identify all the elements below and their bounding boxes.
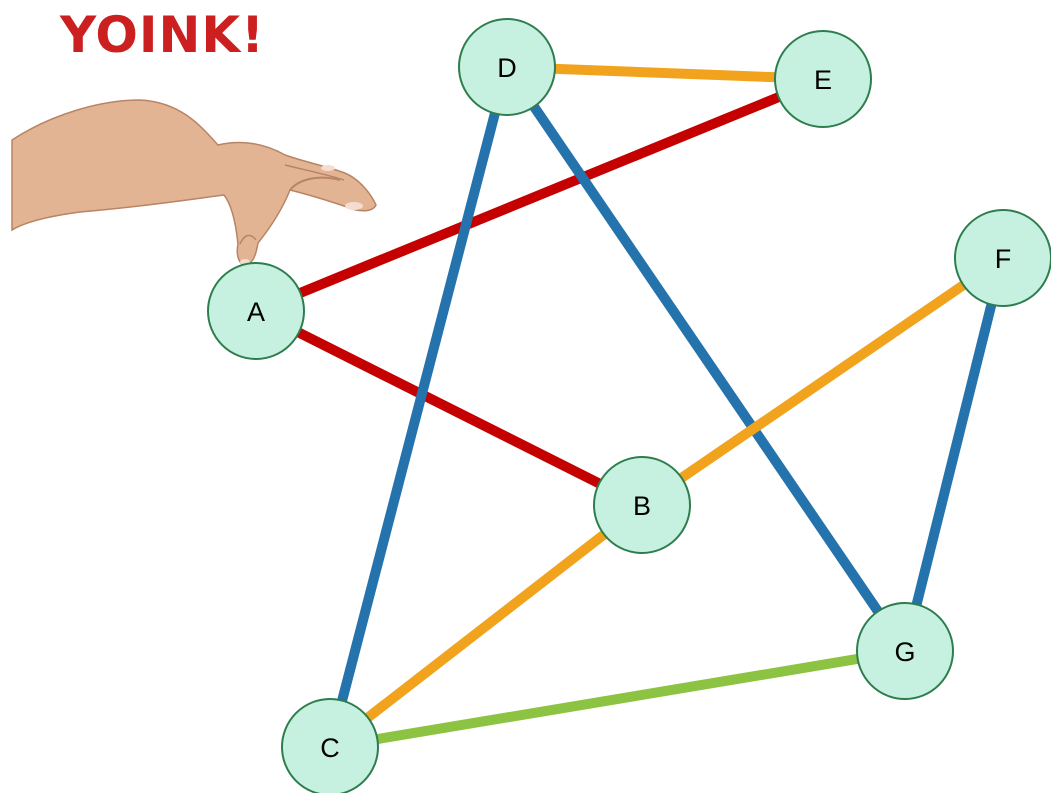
node-label: E <box>814 65 832 95</box>
node-label: A <box>247 297 265 327</box>
node-circle <box>458 18 556 116</box>
edge-d-c <box>336 110 501 704</box>
edge-b-c <box>363 529 609 723</box>
hand-pinching-icon <box>11 99 377 267</box>
yoink-caption: YOINK! <box>60 6 265 64</box>
node-label: F <box>995 244 1012 274</box>
node-label: G <box>894 637 915 667</box>
node-circle <box>207 262 305 360</box>
edge-d-e <box>552 63 778 83</box>
node-c: C <box>281 698 379 793</box>
edges-layer <box>294 63 997 745</box>
edge-a-b <box>294 327 604 489</box>
node-circle <box>954 209 1051 307</box>
node-b: B <box>593 456 691 554</box>
node-label: C <box>320 733 340 763</box>
nodes-layer: A B C D E F G <box>207 18 1051 793</box>
node-circle <box>281 698 379 793</box>
node-g: G <box>856 602 954 700</box>
node-d: D <box>458 18 556 116</box>
node-label: B <box>633 491 651 521</box>
edge-f-g <box>911 301 997 608</box>
node-e: E <box>774 30 872 128</box>
node-label: D <box>497 53 517 83</box>
node-a: A <box>207 262 305 360</box>
node-f: F <box>954 209 1051 307</box>
node-circle <box>856 602 954 700</box>
edge-d-g <box>528 102 884 616</box>
edge-c-g <box>374 653 861 745</box>
node-circle <box>593 456 691 554</box>
node-circle <box>774 30 872 128</box>
edge-b-f <box>677 279 968 484</box>
edge-a-e <box>296 91 783 299</box>
